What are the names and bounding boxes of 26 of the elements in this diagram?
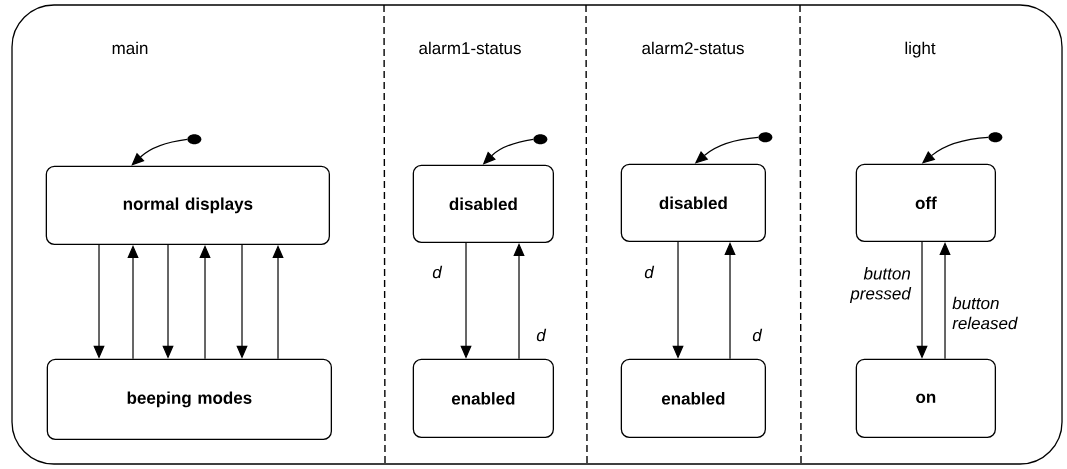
transition-arrow <box>272 245 284 360</box>
transition-arrow <box>127 245 139 360</box>
transition-arrow <box>513 243 525 360</box>
initial-arrow <box>131 138 188 166</box>
edge-label: d <box>432 265 443 279</box>
edge-label: button released <box>952 296 1018 330</box>
transition-arrow <box>939 242 951 360</box>
edge-label: d <box>752 328 763 342</box>
region-title: light <box>905 41 936 58</box>
edge-label: d <box>644 265 655 279</box>
region-title: main <box>112 41 148 55</box>
transition-arrow <box>199 245 211 360</box>
state-box: off <box>855 163 996 242</box>
statechart-frame <box>11 4 1063 465</box>
state-box: beeping modes <box>46 358 332 440</box>
transition-arrow <box>724 242 736 360</box>
state-box: on <box>855 358 996 438</box>
region-title: alarm2-status <box>642 41 744 55</box>
state-box: disabled <box>412 164 554 243</box>
state-box: enabled <box>620 358 766 438</box>
region-title: alarm1-status <box>419 41 521 55</box>
state-box: disabled <box>620 163 766 242</box>
edge-label: button pressed <box>849 267 912 303</box>
state-box: normal displays <box>45 165 330 245</box>
state-box: enabled <box>412 358 554 438</box>
edge-label: d <box>536 328 547 342</box>
